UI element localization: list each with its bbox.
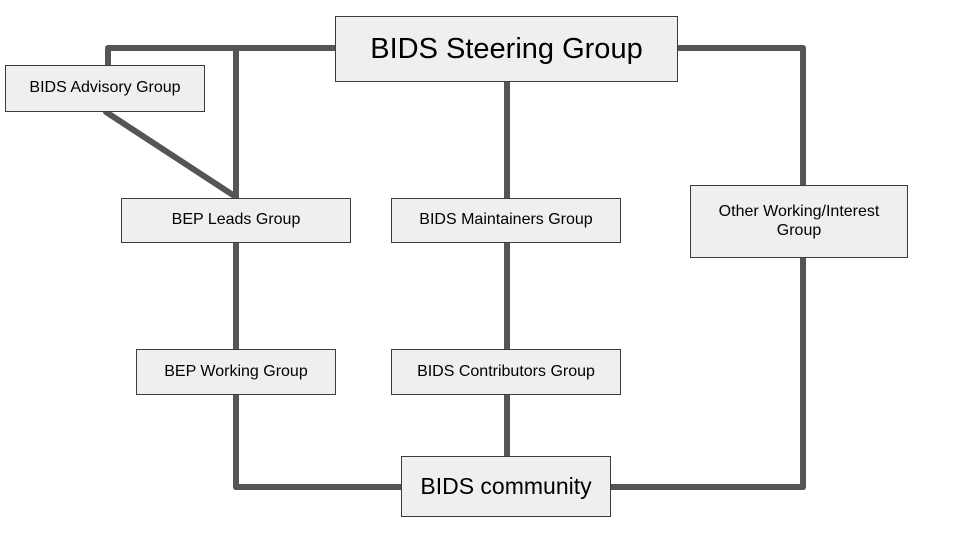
node-bep-leads-group[interactable]: BEP Leads Group: [121, 198, 351, 243]
node-bids-contributors-group-label: BIDS Contributors Group: [417, 362, 595, 380]
node-bep-working-group-label: BEP Working Group: [164, 362, 308, 380]
node-bids-steering-group-label: BIDS Steering Group: [370, 32, 643, 65]
edge-advisory-bep-leads: [103, 109, 239, 200]
edge-steering-advisory: [105, 45, 338, 69]
node-bids-community-label: BIDS community: [420, 472, 592, 499]
node-bids-advisory-group[interactable]: BIDS Advisory Group: [5, 65, 205, 112]
node-bids-maintainers-group[interactable]: BIDS Maintainers Group: [391, 198, 621, 243]
node-bids-community[interactable]: BIDS community: [401, 456, 611, 517]
node-bids-advisory-group-label: BIDS Advisory Group: [29, 79, 181, 97]
node-bids-maintainers-group-label: BIDS Maintainers Group: [419, 211, 593, 229]
node-bep-leads-group-label: BEP Leads Group: [171, 211, 301, 229]
node-bids-steering-group[interactable]: BIDS Steering Group: [335, 16, 678, 82]
node-bids-contributors-group[interactable]: BIDS Contributors Group: [391, 349, 621, 395]
node-other-working-interest-group-label: Other Working/Interest Group: [718, 202, 880, 239]
node-other-working-interest-group[interactable]: Other Working/Interest Group: [690, 185, 908, 258]
node-bep-working-group[interactable]: BEP Working Group: [136, 349, 336, 395]
edge-steering-other-working: [675, 45, 806, 490]
